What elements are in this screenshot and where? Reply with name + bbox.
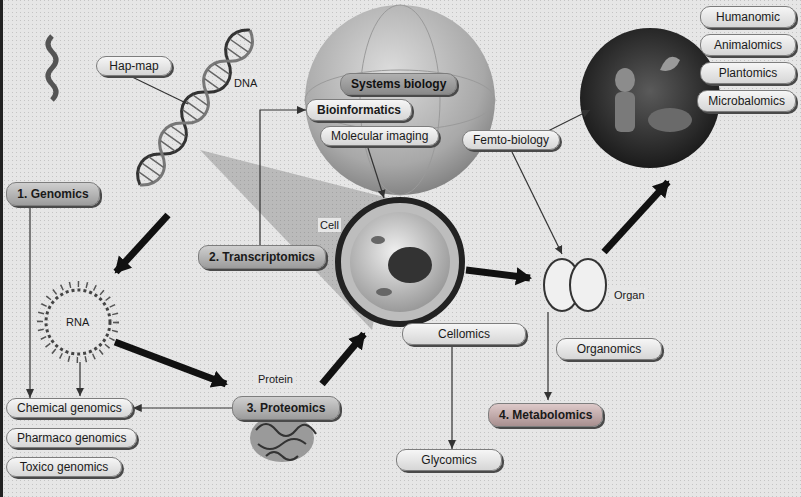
protein-blob [250,414,316,462]
globe-line [305,70,495,130]
box-text: Cellomics [413,324,515,344]
rna-ring [46,290,110,354]
flow-arrow [322,334,364,384]
omics-step-box: 2. Transcriptomics [198,245,326,269]
dna-strand [130,23,260,192]
box-text: Systems biology [351,74,446,94]
omics-box: Cellomics [402,323,526,345]
box-text: Femto-biology [473,131,549,149]
organism-box: Microbalomics [697,90,796,112]
leader-line [79,362,80,396]
leader-line [512,152,562,254]
organism-figure [648,108,692,132]
organism-box: Animalomics [700,34,796,56]
box-text: Chemical genomics [17,399,122,417]
flow-arrow [466,270,530,278]
field-box: Molecular imaging [320,126,439,146]
dna-helix [130,23,260,192]
connector [29,206,30,398]
box-text: Toxico genomics [17,458,111,476]
organism-figure [615,68,635,92]
part-label: Organ [612,288,647,302]
organism-box: Humanomic [700,6,796,28]
part-label: DNA [232,76,259,90]
box-text: Hap-map [107,57,161,75]
leader-line [368,148,384,198]
organ-image [570,259,606,311]
box-text: Pharmaco genomics [17,429,126,447]
field-box: Bioinformatics [306,99,412,121]
omics-step-box: 3. Proteomics [232,396,340,420]
protein-chain [256,424,316,460]
systems-globe [305,5,495,195]
dna-strand [130,23,260,192]
box-text: 1. Genomics [17,183,89,205]
leader-line [548,110,590,131]
part-label: RNA [64,315,91,329]
field-box: Systems biology [340,73,457,95]
part-label: Protein [256,372,295,386]
box-text: 4. Metabolomics [499,404,592,426]
organism-figure [615,92,635,132]
box-text: 2. Transcriptomics [209,246,315,268]
box-text: Microbalomics [708,91,785,111]
box-text: Glycomics [407,450,491,470]
organelle [376,288,392,296]
box-text: Molecular imaging [331,127,428,145]
cell-cytoplasm [350,212,450,312]
resource-box: Hap-map [96,56,172,76]
chromosome [48,36,56,100]
omics-box: Toxico genomics [6,457,122,477]
box-text: Bioinformatics [317,100,401,120]
cell-image [338,200,462,324]
flow-arrow [115,342,226,384]
omics-box: Glycomics [396,449,502,471]
omics-step-box: 4. Metabolomics [488,403,603,427]
rna-ticks [40,284,116,360]
omics-box: Pharmaco genomics [6,428,137,448]
organelle [371,236,385,244]
box-text: Humanomic [711,7,785,27]
omics-step-box: 1. Genomics [6,182,100,206]
omics-box: Chemical genomics [6,398,133,418]
connector [260,110,306,245]
flow-arrow [116,215,168,272]
box-text: 3. Proteomics [243,397,329,419]
organism-figure [660,57,680,71]
box-text: Animalomics [711,35,785,55]
box-text: Organomics [567,339,651,359]
part-label: Cell [318,218,341,232]
field-box: Femto-biology [462,130,560,150]
connector [451,345,452,449]
organism-box: Plantomics [700,62,796,84]
dna-rungs [137,32,253,183]
leader-line [128,75,188,104]
connector [133,407,232,408]
leader-line [547,312,548,400]
flow-arrow [604,182,668,252]
box-text: Plantomics [711,63,785,83]
cell-nucleus [388,247,432,283]
edge-bar [0,0,3,497]
omics-box: Organomics [556,338,662,360]
